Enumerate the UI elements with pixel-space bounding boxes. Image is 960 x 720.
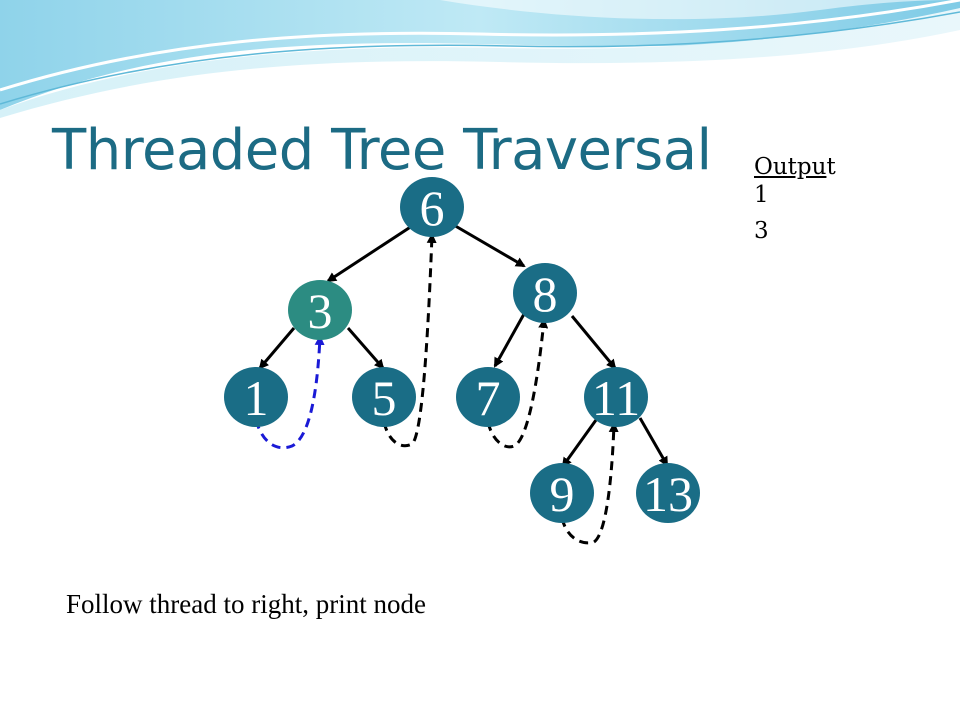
edge-8-7 (493, 313, 526, 368)
output-heading: Output (754, 152, 836, 182)
output-panel: Output 1 3 (754, 152, 836, 244)
node-6: 6 (400, 177, 464, 237)
thread-5-to-6 (382, 233, 437, 448)
node-3-circle (288, 280, 352, 340)
node-6-circle (400, 177, 464, 237)
edge-3-5 (346, 327, 385, 370)
node-7-label: 7 (476, 370, 501, 426)
node-3-label: 3 (308, 283, 333, 339)
thread-1-to-3 (254, 335, 325, 450)
node-1-label: 1 (244, 370, 269, 426)
node-3: 3 (288, 280, 352, 340)
node-5-circle (352, 367, 416, 427)
node-11-label: 11 (592, 370, 640, 426)
node-13-circle (636, 463, 700, 523)
output-heading-underlined: Outpu (754, 154, 827, 180)
tree-edges (258, 222, 669, 468)
node-6-label: 6 (420, 180, 445, 236)
node-5: 5 (352, 367, 416, 427)
node-9-label: 9 (550, 466, 575, 522)
node-7: 7 (456, 367, 520, 427)
output-value-2: 3 (754, 218, 769, 244)
thread-7-to-8 (486, 318, 549, 449)
edge-8-11 (570, 315, 617, 370)
node-8-circle (513, 263, 577, 323)
edge-11-13 (638, 417, 669, 467)
node-11: 11 (584, 367, 648, 427)
edge-6-3 (326, 224, 413, 283)
edge-3-1 (258, 327, 296, 370)
edge-6-8 (451, 222, 526, 268)
edge-11-9 (561, 419, 598, 468)
node-11-circle (584, 367, 648, 427)
node-1-circle (224, 367, 288, 427)
node-9: 9 (530, 463, 594, 523)
node-5-label: 5 (372, 370, 397, 426)
node-9-circle (530, 463, 594, 523)
header-wave-decoration (0, 0, 960, 118)
node-7-circle (456, 367, 520, 427)
node-13-label: 13 (643, 466, 693, 522)
tree-nodes: 6 3 8 1 5 7 11 (224, 177, 700, 523)
node-8-label: 8 (533, 266, 558, 322)
slide-caption: Follow thread to right, print node (66, 589, 426, 619)
node-13: 13 (636, 463, 700, 523)
tree-threads (254, 233, 619, 545)
node-8: 8 (513, 263, 577, 323)
thread-9-to-11 (560, 422, 619, 545)
slide-title: Threaded Tree Traversal (52, 118, 712, 183)
node-1: 1 (224, 367, 288, 427)
output-value-1: 1 (754, 182, 769, 208)
output-heading-rest: t (826, 154, 836, 180)
